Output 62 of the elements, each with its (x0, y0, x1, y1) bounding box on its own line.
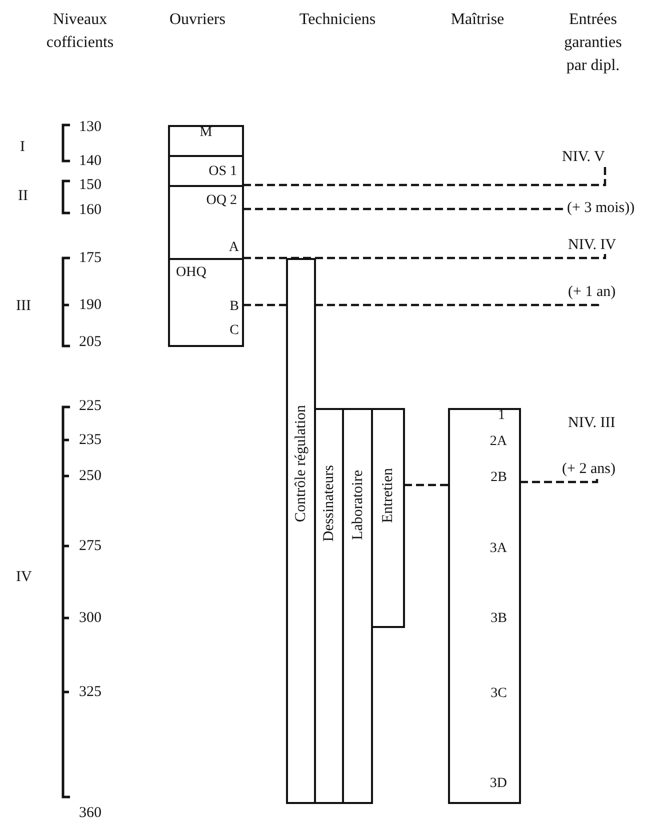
column-heading: Niveaux cofficients (45, 10, 115, 53)
level-numeral: I (20, 138, 25, 156)
coefficient-value: 250 (79, 467, 102, 485)
coefficient-value: 300 (79, 609, 102, 627)
grade-label: 2A (490, 434, 507, 450)
category-name: Laboratoire (348, 470, 366, 540)
category-name: Contrôle régulation (292, 405, 310, 522)
diploma-entry-label: NIV. III (568, 414, 616, 432)
category-column (314, 408, 344, 804)
grade-label: OQ 2 (206, 193, 237, 209)
coefficient-value: 130 (79, 118, 102, 136)
grade-label: 2B (490, 470, 507, 486)
grade-box (168, 155, 244, 187)
category-name: Entretien (379, 468, 397, 523)
diploma-entry-label: (+ 1 an) (568, 283, 616, 301)
grade-label: OHQ (176, 265, 206, 281)
diploma-entry-label: (+ 3 mois)) (567, 199, 635, 217)
dashed-connector (404, 484, 448, 486)
grade-label: A (228, 240, 239, 256)
coefficient-value: 225 (79, 397, 102, 415)
category-column (286, 258, 316, 804)
grade-box (168, 125, 244, 157)
grade-box (168, 258, 244, 347)
coefficient-value: 235 (79, 431, 102, 449)
grade-label: 3D (490, 776, 507, 792)
column-heading: Maîtrise (450, 10, 506, 30)
dashed-connector (520, 478, 598, 484)
grade-label: B (230, 299, 239, 315)
dashed-connector (315, 301, 600, 306)
diploma-entry-label: NIV. V (562, 148, 605, 166)
level-numeral: III (16, 297, 31, 315)
coefficient-value: 150 (79, 176, 102, 194)
grade-label: C (230, 323, 239, 339)
coefficient-value: 275 (79, 537, 102, 555)
grade-label: 3A (490, 541, 507, 557)
grade-label: OS 1 (208, 164, 237, 180)
diploma-entry-label: NIV. IV (568, 236, 616, 254)
grade-label: M (198, 125, 214, 141)
coefficient-value: 140 (79, 152, 102, 170)
coefficient-value: 325 (79, 683, 102, 701)
category-column (371, 408, 405, 628)
category-name: Dessinateurs (320, 465, 338, 542)
column-heading: Entrées garanties par dipl. (563, 10, 623, 76)
coefficient-value: 205 (79, 333, 102, 351)
dashed-connector (243, 166, 606, 186)
coefficient-value: 190 (79, 296, 102, 314)
dashed-connector (243, 304, 286, 306)
grade-label: 3B (490, 611, 507, 627)
dashed-connector (243, 254, 606, 260)
category-column (342, 408, 373, 804)
level-numeral: IV (16, 568, 32, 586)
column-heading: Ouvriers (168, 10, 226, 30)
grade-box (448, 408, 521, 804)
coefficient-value: 160 (79, 201, 102, 219)
grade-box (168, 185, 244, 260)
grade-label: 3C (490, 686, 507, 702)
coefficient-value: 175 (79, 249, 102, 267)
grade-label: 1 (498, 408, 505, 424)
column-heading: Techniciens (298, 10, 377, 30)
coefficient-value: 360 (79, 804, 102, 822)
diploma-entry-label: (+ 2 ans) (562, 460, 616, 478)
level-numeral: II (18, 187, 28, 205)
